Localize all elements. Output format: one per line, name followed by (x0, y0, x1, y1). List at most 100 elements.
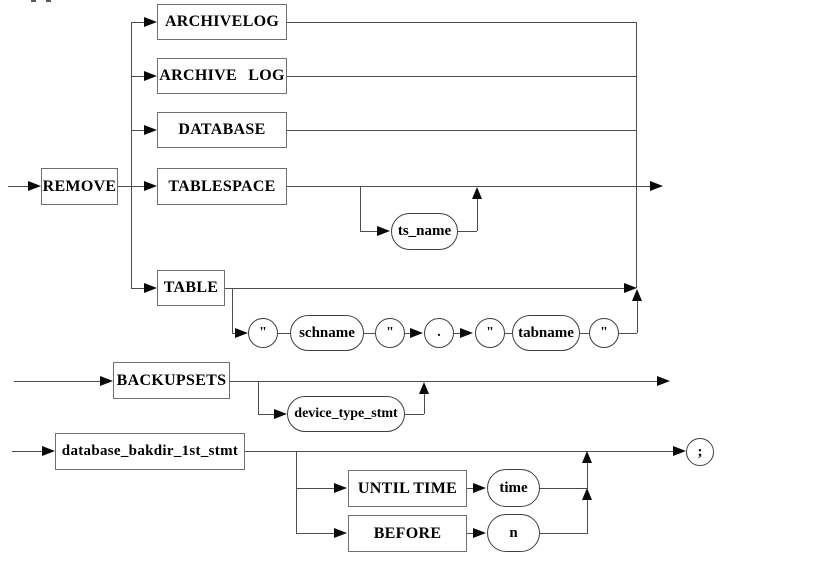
node-database: DATABASE (157, 112, 287, 148)
node-quote-close-tab-label: " (600, 325, 608, 340)
arrowhead-into-quote1 (235, 328, 248, 338)
connector-line (12, 451, 42, 452)
connector-line (405, 333, 411, 334)
node-archive-log: ARCHIVE LOG (157, 58, 287, 94)
connector-line (258, 381, 259, 414)
node-backupsets-label: BACKUPSETS (116, 371, 227, 389)
node-quote-open-sch-label: " (259, 325, 267, 340)
node-before-label: BEFORE (373, 524, 442, 542)
node-until-time: UNTIL TIME (348, 470, 467, 507)
arrowhead-tabname-merge (632, 289, 642, 301)
node-table-label: TABLE (163, 279, 219, 296)
node-remove: REMOVE (41, 168, 118, 205)
connector-line (278, 333, 290, 334)
node-before: BEFORE (348, 515, 467, 552)
node-backupsets: BACKUPSETS (113, 362, 230, 399)
connector-line (467, 488, 473, 489)
arrowhead-into-archive-log (144, 71, 157, 81)
arrowhead-device-type-merge (419, 382, 429, 394)
arrowhead-into-tablespace (144, 181, 157, 191)
connector-line (505, 333, 512, 334)
node-tabname-label: tabname (518, 324, 574, 341)
node-database-label: DATABASE (178, 121, 266, 138)
arrowhead-group-exit (650, 181, 663, 191)
node-quote-open-tab-label: " (486, 325, 494, 340)
connector-line (225, 288, 624, 289)
clipped-text-fragment (31, 0, 36, 2)
node-schname: schname (290, 315, 364, 351)
arrowhead-into-device-type-stmt (274, 409, 287, 419)
connector-line (467, 533, 473, 534)
connector-line (360, 231, 377, 232)
connector-line (619, 333, 637, 334)
arrowhead-into-table (144, 283, 157, 293)
arrowhead-ts-name-merge (472, 187, 482, 199)
connector-line (296, 451, 297, 533)
node-terminator: ; (686, 438, 714, 466)
connector-line (587, 463, 588, 488)
node-database-bakdir-1st-stmt: database_bakdir_1st_stmt (55, 433, 245, 470)
connector-line (424, 393, 425, 414)
connector-line (258, 414, 274, 415)
node-ts-name: ts_name (391, 213, 458, 250)
connector-line (540, 533, 588, 534)
arrowhead-backupsets-exit (657, 376, 670, 386)
connector-line (245, 451, 673, 452)
node-time-label: time (499, 479, 528, 496)
connector-line (296, 488, 334, 489)
node-quote-close-sch-label: " (386, 325, 394, 340)
arrowhead-until-merge (582, 451, 592, 463)
connector-line (131, 76, 144, 77)
node-tablespace: TABLESPACE (157, 168, 287, 205)
node-remove-label: REMOVE (42, 177, 117, 195)
clipped-text-fragment (46, 0, 51, 2)
node-archive-log-label: ARCHIVE LOG (159, 67, 285, 84)
node-database-bakdir-1st-stmt-label: database_bakdir_1st_stmt (61, 443, 239, 459)
node-device-type-stmt: device_type_stmt (287, 396, 405, 432)
node-archivelog: ARCHIVELOG (157, 4, 287, 40)
connector-line (230, 381, 657, 382)
arrowhead-into-n (473, 528, 486, 538)
connector-line (8, 186, 30, 187)
node-archivelog-label: ARCHIVELOG (164, 13, 280, 30)
node-terminator-label: ; (697, 443, 703, 460)
node-tablespace-label: TABLESPACE (168, 177, 276, 195)
connector-line (131, 22, 144, 23)
node-dot: . (424, 318, 454, 348)
node-n: n (487, 514, 540, 552)
connector-line (287, 76, 636, 77)
branch-vertical-right (636, 22, 637, 288)
node-schname-label: schname (299, 324, 355, 341)
arrowhead-into-archivelog (144, 17, 157, 27)
connector-line (477, 198, 478, 231)
node-quote-close-tab: " (589, 318, 619, 348)
node-n-label: n (509, 524, 518, 541)
node-time: time (487, 469, 540, 507)
arrowhead-into-terminator (673, 446, 686, 456)
connector-line (232, 288, 233, 333)
node-dot-label: . (437, 325, 441, 340)
arrowhead-into-remove (28, 181, 41, 191)
connector-line (587, 500, 588, 533)
connector-line (296, 533, 334, 534)
arrowhead-into-until-time (334, 483, 347, 493)
node-ts-name-label: ts_name (397, 223, 452, 239)
node-table: TABLE (157, 270, 225, 306)
connector-line (287, 130, 636, 131)
arrowhead-into-backupsets (100, 376, 113, 386)
branch-vertical-left (131, 22, 132, 288)
connector-line (637, 301, 638, 333)
arrowhead-into-quote3 (460, 328, 473, 338)
node-quote-open-sch: " (248, 318, 278, 348)
arrowhead-into-dot (410, 328, 423, 338)
connector-line (580, 333, 589, 334)
arrowhead-into-bakdir-stmt (42, 446, 55, 456)
connector-line (131, 288, 144, 289)
connector-line (14, 381, 100, 382)
connector-line (454, 333, 460, 334)
node-device-type-stmt-label: device_type_stmt (294, 406, 398, 421)
connector-line (540, 488, 588, 489)
node-until-time-label: UNTIL TIME (357, 479, 458, 497)
arrowhead-into-ts-name (377, 226, 390, 236)
